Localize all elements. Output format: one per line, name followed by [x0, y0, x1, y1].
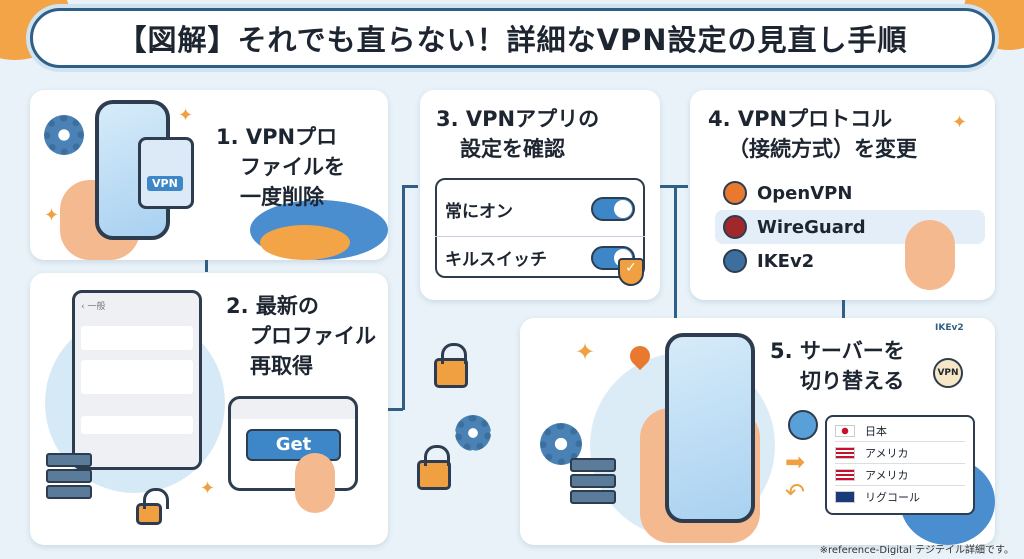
settings-row[interactable] [81, 416, 193, 434]
get-button[interactable]: Get [246, 429, 341, 461]
settings-row[interactable] [81, 326, 193, 350]
settings-screen: ‹ 一般 [72, 290, 202, 470]
server-item[interactable]: アメリカ [835, 442, 965, 464]
step-3-card: 3. VPNアプリの 設定を確認 常にオン キルスイッチ ✓ [420, 90, 660, 300]
us-flag-icon [835, 446, 855, 459]
server-item[interactable]: リグコール [835, 486, 965, 508]
page-title: 【図解】それでも直らない！詳細なVPN設定の見直し手順 [30, 8, 995, 68]
wave-decoration [260, 225, 350, 260]
ikev2-badge: IKEv2 [935, 323, 964, 333]
vpn-label: VPN [147, 176, 183, 191]
flow-arrow [674, 185, 677, 318]
server-icon [570, 490, 616, 504]
flow-arrow [205, 260, 208, 272]
server-icon [46, 469, 92, 483]
vpn-lock-badge: VPN [138, 137, 194, 209]
vpn-badge: VPN [933, 358, 963, 388]
server-item[interactable]: 日本 [835, 420, 965, 442]
server-item[interactable]: アメリカ [835, 464, 965, 486]
sparkle-icon: ✦ [178, 105, 194, 126]
shield-check-icon: ✓ [618, 258, 644, 286]
globe-icon [788, 410, 818, 440]
protocol-openvpn[interactable]: OpenVPN [715, 176, 965, 210]
step-3-heading: 3. VPNアプリの 設定を確認 [436, 107, 600, 161]
server-icon [46, 453, 92, 467]
flow-arrow [402, 185, 405, 410]
phone-illustration [665, 333, 755, 523]
flow-arrow [402, 185, 418, 188]
protocol-ikev2[interactable]: IKEv2 [715, 244, 965, 278]
server-icon [570, 458, 616, 472]
lock-icon [417, 445, 451, 490]
step-2-card: ‹ 一般 Get ✦ 2. 最新の プロファイル 再取得 [30, 273, 388, 545]
sparkle-icon: ✦ [200, 478, 216, 499]
pointing-hand-icon [905, 220, 955, 290]
settings-row[interactable] [81, 360, 193, 394]
server-icon [46, 485, 92, 499]
always-on-toggle[interactable] [591, 197, 635, 221]
arrow-right-icon: ➡ [785, 448, 806, 476]
app-settings-panel [435, 178, 645, 278]
sparkle-icon: ✦ [575, 338, 596, 366]
us-flag-icon [835, 468, 855, 481]
step-5-card: ✦ 5. サーバーを 切り替える IKEv2 VPN ➡ ↶ 日本 アメリカ ア… [520, 318, 995, 545]
get-popup: Get [228, 396, 358, 491]
lock-icon [434, 343, 468, 388]
step-4-heading: 4. VPNプロトコル （接続方式）を変更 [708, 107, 917, 161]
flow-arrow [842, 300, 845, 318]
step-5-heading: 5. サーバーを 切り替える [770, 339, 905, 393]
back-link[interactable]: ‹ 一般 [81, 302, 106, 312]
gear-icon [44, 115, 84, 155]
sparkle-icon: ✦ [44, 205, 60, 226]
step-1-card: VPN ✦ ✦ 1. VPNプロ ファイルを 一度削除 [30, 90, 388, 260]
ikev2-icon [723, 249, 747, 273]
gear-icon [455, 415, 491, 451]
toggle-row-kill-switch: キルスイッチ [435, 236, 645, 278]
japan-flag-icon [835, 424, 855, 437]
wireguard-icon [723, 215, 747, 239]
step-4-card: 4. VPNプロトコル （接続方式）を変更 OpenVPN WireGuard … [690, 90, 995, 300]
server-icon [570, 474, 616, 488]
server-list: 日本 アメリカ アメリカ リグコール [825, 415, 975, 515]
protocol-wireguard[interactable]: WireGuard [715, 210, 985, 244]
step-1-heading: 1. VPNプロ ファイルを 一度削除 [216, 125, 345, 209]
openvpn-icon [723, 181, 747, 205]
step-2-heading: 2. 最新の プロファイル 再取得 [226, 294, 376, 378]
sparkle-icon: ✦ [952, 112, 968, 133]
flow-arrow [388, 408, 403, 411]
footnote: ※reference-Digital テジテイル詳細です。 [819, 545, 1014, 556]
arrow-back-icon: ↶ [785, 478, 806, 506]
uk-flag-icon [835, 491, 855, 503]
pointing-hand-icon [295, 453, 335, 513]
toggle-row-always-on: 常にオン [435, 188, 645, 230]
lock-icon [136, 488, 169, 525]
